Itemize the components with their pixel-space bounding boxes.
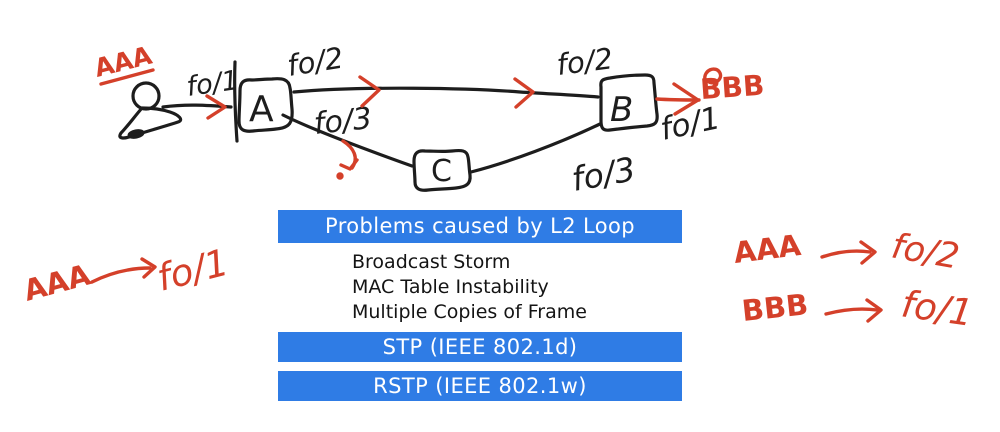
host-body bbox=[118, 106, 183, 140]
problem-item: Multiple Copies of Frame bbox=[352, 301, 587, 323]
port-label-host-a: fo/1 bbox=[185, 65, 241, 103]
switch-c-label: C bbox=[431, 154, 452, 189]
port-label-a-b: fo/2 bbox=[285, 41, 346, 83]
marker-dot bbox=[336, 172, 344, 180]
switch-a-label: A bbox=[249, 89, 274, 130]
switch-c-box bbox=[412, 148, 472, 192]
arrowhead-host-a bbox=[205, 94, 227, 120]
arrowhead-a-b-2 bbox=[513, 77, 535, 109]
egress-arrowhead bbox=[672, 82, 700, 116]
arrowhead-a-b-1 bbox=[358, 75, 381, 108]
port-label-a-c: fo/3 bbox=[312, 101, 373, 142]
note-left-port: fo/1 bbox=[153, 241, 233, 300]
source-host-label: AAA bbox=[91, 40, 155, 82]
note-left-arrow bbox=[90, 266, 152, 284]
switch-a-box bbox=[237, 77, 294, 133]
port-label-b-bottom: fo/3 bbox=[569, 149, 639, 199]
problem-item: Broadcast Storm bbox=[352, 251, 511, 273]
note-left-host: AAA bbox=[20, 257, 94, 307]
note-right-arrowhead-1 bbox=[859, 240, 877, 265]
port-label-b-top: fo/2 bbox=[555, 41, 615, 82]
note-right-port-1: fo/2 bbox=[888, 226, 962, 277]
panel-title: Problems caused by L2 Loop bbox=[278, 210, 682, 243]
note-right-arrowhead-2 bbox=[865, 298, 883, 323]
egress-arrow-line bbox=[655, 97, 701, 102]
note-right-arrow-1 bbox=[820, 249, 872, 259]
problem-item: MAC Table Instability bbox=[352, 276, 549, 298]
switch-b-label: B bbox=[610, 90, 633, 130]
port-label-b-out: fo/1 bbox=[657, 100, 723, 148]
note-left-arrowhead bbox=[140, 257, 157, 279]
note-right-arrow-2 bbox=[824, 307, 879, 316]
rstp-banner: RSTP (IEEE 802.1w) bbox=[278, 371, 682, 401]
curved-arrowhead-a-c bbox=[339, 158, 359, 171]
aaa-underline bbox=[99, 68, 155, 86]
problem-list: Broadcast Storm MAC Table Instability Mu… bbox=[352, 250, 587, 325]
note-right-port-2: fo/1 bbox=[899, 282, 976, 335]
switch-a-port-tick bbox=[233, 60, 239, 143]
link-c-b bbox=[469, 122, 602, 174]
stp-banner: STP (IEEE 802.1d) bbox=[278, 332, 682, 362]
note-right-host-2: BBB bbox=[740, 287, 810, 328]
switch-b-box bbox=[599, 73, 659, 132]
dest-host-label: BBB bbox=[699, 69, 765, 106]
note-right-host-1: AAA bbox=[732, 228, 804, 270]
red-marker-strokes bbox=[90, 67, 883, 323]
bbb-scribble bbox=[703, 67, 723, 85]
link-a-b bbox=[292, 86, 600, 99]
host-foot bbox=[127, 129, 145, 139]
host-icon bbox=[131, 81, 161, 111]
